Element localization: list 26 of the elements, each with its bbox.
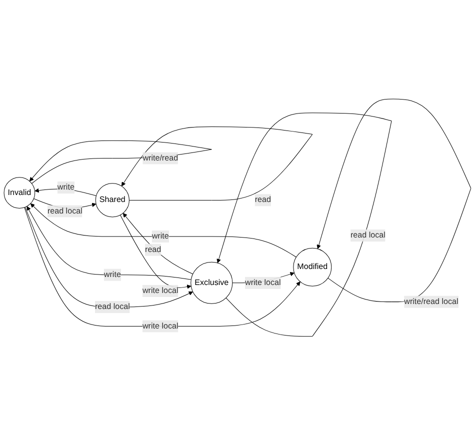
edge-label: write: [152, 232, 169, 240]
node-circle: Modified: [293, 248, 332, 286]
arrow: [30, 203, 296, 258]
arrow: [316, 98, 472, 302]
arrow: [216, 112, 392, 336]
arrow: [120, 214, 192, 289]
arrow: [26, 206, 192, 280]
edge-label: write: [57, 182, 74, 192]
edge-label: read local: [350, 230, 386, 240]
edge-label: read: [145, 245, 162, 254]
arrow: [121, 126, 313, 200]
edge-label: read local: [47, 206, 82, 216]
edge-label: write: [104, 270, 121, 279]
arrow: [122, 212, 194, 274]
edge-label: read: [254, 195, 271, 204]
arrow: [24, 206, 300, 326]
node-circle: Shared: [95, 182, 130, 217]
edge-label: write local: [245, 278, 281, 287]
edge-label: read local: [94, 302, 130, 311]
node-circle: Exclusive: [190, 262, 233, 304]
edge-label: write/read local: [404, 297, 458, 306]
edge-label: write/read: [142, 154, 178, 162]
edge-label: write local: [142, 322, 178, 330]
node-circle: Invalid: [4, 176, 36, 208]
edge-label: write local: [142, 286, 178, 295]
arrow: [24, 206, 194, 308]
